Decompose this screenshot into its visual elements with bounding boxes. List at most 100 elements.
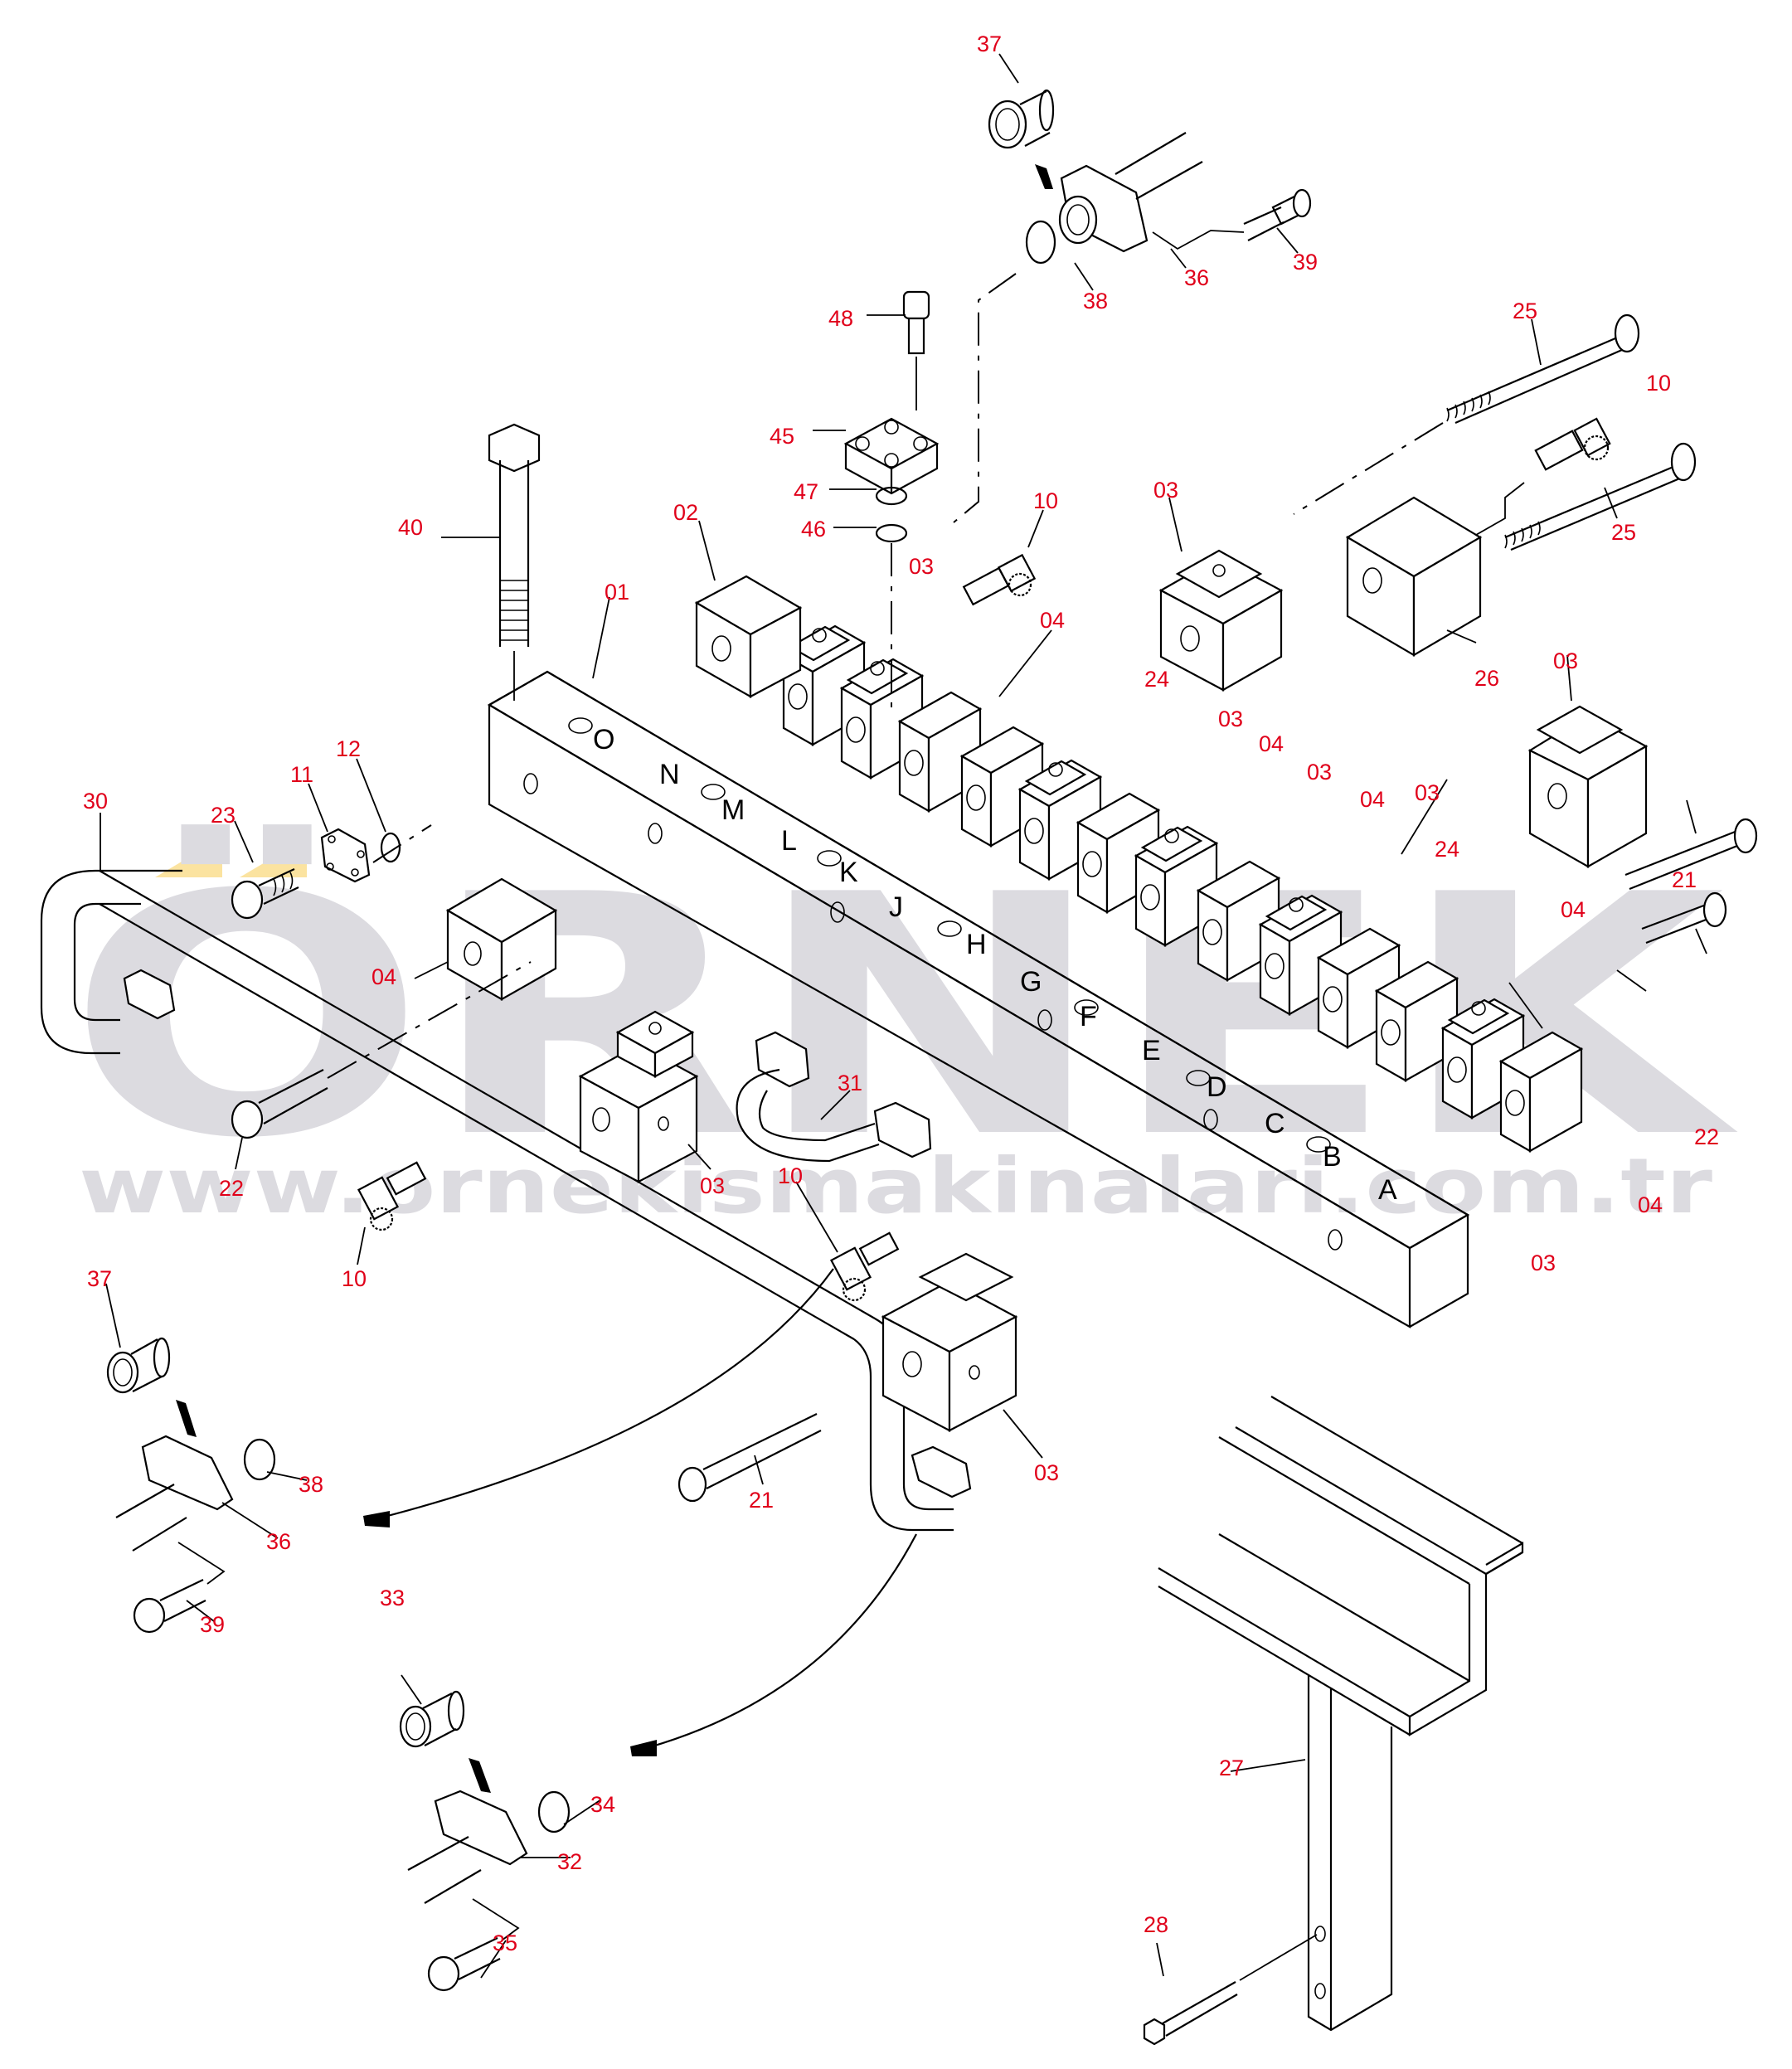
callout-label: 03 xyxy=(1415,780,1440,805)
callout-label: 21 xyxy=(749,1488,774,1513)
stacked-valve[interactable] xyxy=(1498,1031,1584,1153)
flange-fitting-37-top[interactable] xyxy=(988,89,1055,149)
port-letter: O xyxy=(593,724,614,755)
valve-block-02[interactable] xyxy=(694,575,803,698)
valve-04-left[interactable] xyxy=(445,877,558,1001)
callout-label: 10 xyxy=(342,1266,367,1291)
callout-label: 04 xyxy=(1638,1192,1663,1217)
hex-bolt-40[interactable] xyxy=(488,423,541,701)
o-ring-12[interactable] xyxy=(380,832,401,863)
o-ring-46[interactable] xyxy=(875,523,908,543)
callout-label: 35 xyxy=(493,1931,517,1955)
bolt-23[interactable] xyxy=(231,868,299,920)
bolt-22-right[interactable] xyxy=(1641,891,1727,945)
bolt-22-left[interactable] xyxy=(231,961,532,1139)
main-manifold[interactable] xyxy=(487,670,1470,1328)
pipe-30[interactable] xyxy=(40,869,972,1532)
test-coupling-10-front[interactable] xyxy=(829,1231,900,1302)
port-letter: A xyxy=(1378,1174,1397,1206)
assembly-arrow xyxy=(469,1758,491,1793)
port-letter: D xyxy=(1207,1071,1227,1103)
bolt-39-top[interactable] xyxy=(1152,188,1312,250)
split-flange-32[interactable] xyxy=(407,1790,528,1904)
stacked-valve[interactable] xyxy=(1440,998,1526,1119)
port-letter: J xyxy=(889,891,903,923)
callout-label: 25 xyxy=(1513,299,1537,323)
valve-stack xyxy=(781,624,1584,1153)
callout-labels: 37 36 38 39 48 45 47 46 40 02 01 10 03 0… xyxy=(83,32,1719,1955)
callout-label: 47 xyxy=(794,479,818,504)
port-letter: K xyxy=(839,857,858,888)
callout-label: 28 xyxy=(1144,1912,1168,1937)
bolt-21-bottom[interactable] xyxy=(677,1413,822,1503)
watermark-accent-triangle xyxy=(240,838,307,877)
assembly-arrow xyxy=(1035,164,1053,189)
flange-fitting-33[interactable] xyxy=(399,1690,465,1748)
o-ring-34[interactable] xyxy=(537,1790,571,1833)
callout-label: 04 xyxy=(1360,787,1385,812)
port-letter: E xyxy=(1142,1035,1161,1066)
bolt-21-right[interactable] xyxy=(1624,818,1758,891)
callout-label: 12 xyxy=(336,736,361,761)
tie-rod-25-lower[interactable] xyxy=(1504,442,1697,551)
callout-label: 10 xyxy=(778,1163,803,1188)
callout-label: 11 xyxy=(290,762,313,787)
callout-label: 10 xyxy=(1033,488,1058,513)
o-ring-47[interactable] xyxy=(875,486,908,506)
valve-03-front[interactable] xyxy=(578,1010,699,1183)
bolt-35[interactable] xyxy=(427,1898,520,1992)
test-coupling-10-right[interactable] xyxy=(1475,417,1611,536)
callout-label: 36 xyxy=(1184,265,1209,290)
pipe-31[interactable] xyxy=(736,1031,932,1163)
test-coupling-10-upper[interactable] xyxy=(962,553,1037,606)
arrow-head xyxy=(363,1511,390,1527)
cover-plate-45[interactable] xyxy=(843,417,940,495)
test-coupling-10-left[interactable] xyxy=(357,1161,427,1231)
split-flange-36-top[interactable] xyxy=(1058,132,1203,253)
callout-label: 48 xyxy=(828,306,853,331)
stacked-valve[interactable] xyxy=(1316,927,1401,1049)
port-letter: M xyxy=(721,794,745,826)
callout-label: 31 xyxy=(838,1071,862,1095)
callout-label: 25 xyxy=(1611,520,1636,545)
callout-label: 02 xyxy=(673,500,698,525)
port-letter: G xyxy=(1020,966,1042,998)
end-block-26[interactable] xyxy=(1345,496,1483,657)
callout-label: 27 xyxy=(1219,1756,1244,1780)
callout-label: 30 xyxy=(83,789,108,814)
support-frame-27[interactable] xyxy=(1158,1396,1524,2032)
flange-fitting-37-left[interactable] xyxy=(106,1337,171,1394)
callout-label: 34 xyxy=(590,1792,615,1817)
callout-label: 03 xyxy=(1553,648,1578,673)
bolt-39-left[interactable] xyxy=(133,1542,226,1634)
port-letter: N xyxy=(659,759,680,790)
callout-label: 37 xyxy=(87,1266,112,1291)
leader-lines xyxy=(100,53,1707,1979)
callout-label: 32 xyxy=(557,1849,582,1874)
valve-03-far-right[interactable] xyxy=(1527,705,1649,868)
socket-screw-48[interactable] xyxy=(902,290,930,410)
stacked-valve[interactable] xyxy=(1017,759,1103,881)
tie-rod-25-upper[interactable] xyxy=(1293,313,1640,515)
bolt-28[interactable] xyxy=(1143,1934,1318,2046)
cover-flange-11[interactable] xyxy=(320,828,371,883)
watermark-accent-triangle xyxy=(155,838,222,877)
callout-label: 01 xyxy=(605,580,629,605)
stacked-valve[interactable] xyxy=(1076,792,1161,914)
callout-label: 03 xyxy=(1153,478,1178,503)
assembly-arrow xyxy=(176,1400,197,1437)
callout-label: 10 xyxy=(1646,371,1671,396)
port-letter: H xyxy=(966,929,987,960)
o-ring-38-left[interactable] xyxy=(243,1438,276,1481)
callout-label: 26 xyxy=(1474,666,1499,691)
valve-03-right-upper[interactable] xyxy=(1158,549,1284,692)
split-flange-36-left[interactable] xyxy=(115,1435,234,1552)
valve-03-bottom[interactable] xyxy=(881,1252,1018,1432)
o-ring-38-top[interactable] xyxy=(1025,220,1056,265)
assembly-flow-arrow xyxy=(634,1533,917,1753)
arrow-head xyxy=(630,1740,657,1756)
port-letter: L xyxy=(781,825,797,857)
callout-label: 45 xyxy=(770,424,794,449)
callout-label: 36 xyxy=(266,1529,291,1554)
callout-label: 24 xyxy=(1435,837,1459,862)
